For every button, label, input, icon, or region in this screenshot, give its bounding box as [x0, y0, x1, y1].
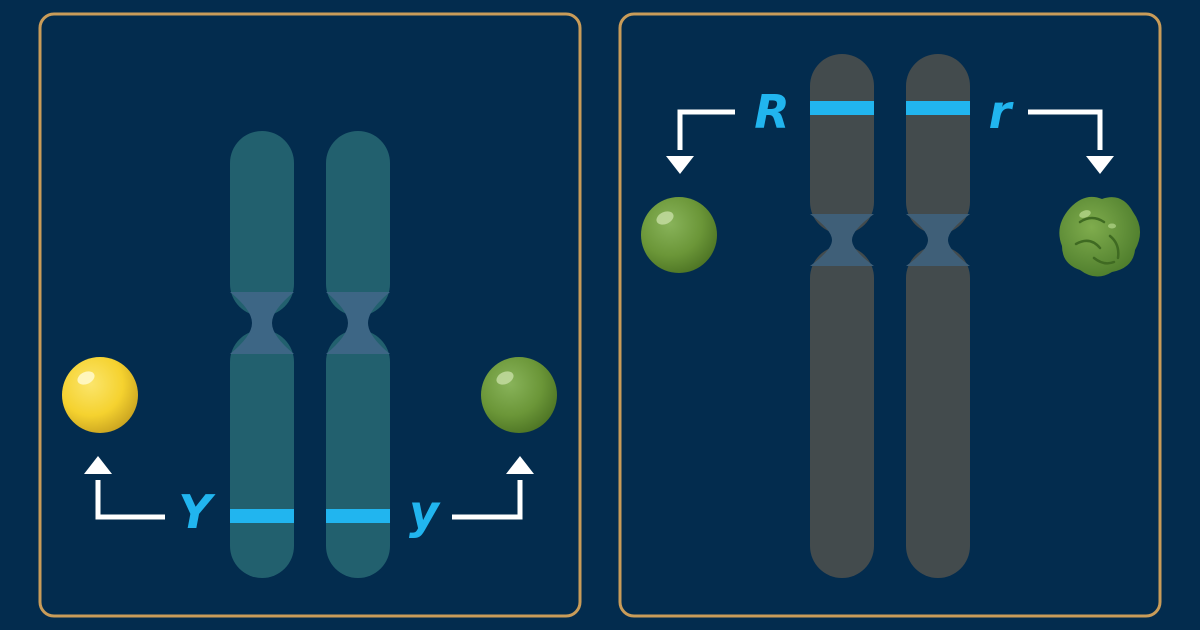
panel-right-border — [618, 12, 1162, 618]
chromosome-left-2 — [326, 131, 390, 578]
chromosome-right-2 — [906, 54, 970, 578]
arrow-up-icon — [452, 456, 534, 520]
allele-band — [326, 509, 390, 523]
green-round-pea — [641, 197, 717, 273]
centromere — [230, 292, 294, 354]
allele-label-recessive: r — [989, 85, 1015, 139]
chromosome-right-1 — [810, 54, 874, 578]
centromere — [326, 292, 390, 354]
centromere — [810, 214, 874, 266]
allele-band — [230, 509, 294, 523]
yellow-round-pea — [62, 357, 138, 433]
allele-label-dominant: R — [754, 85, 789, 139]
allele-band — [906, 101, 970, 115]
green-wrinkled-pea — [1059, 196, 1141, 277]
arrow-down-icon — [1028, 109, 1114, 174]
allele-band — [810, 101, 874, 115]
panel-right: R r — [618, 12, 1162, 618]
panel-left: Y y — [38, 12, 582, 618]
allele-label-dominant: Y — [178, 485, 216, 539]
allele-label-recessive: y — [409, 485, 441, 539]
centromere — [906, 214, 970, 266]
green-round-pea — [481, 357, 557, 433]
panel-left-border — [38, 12, 582, 618]
arrow-down-icon — [666, 109, 735, 174]
chromosome-left-1 — [230, 131, 294, 578]
arrow-up-icon — [84, 456, 165, 520]
